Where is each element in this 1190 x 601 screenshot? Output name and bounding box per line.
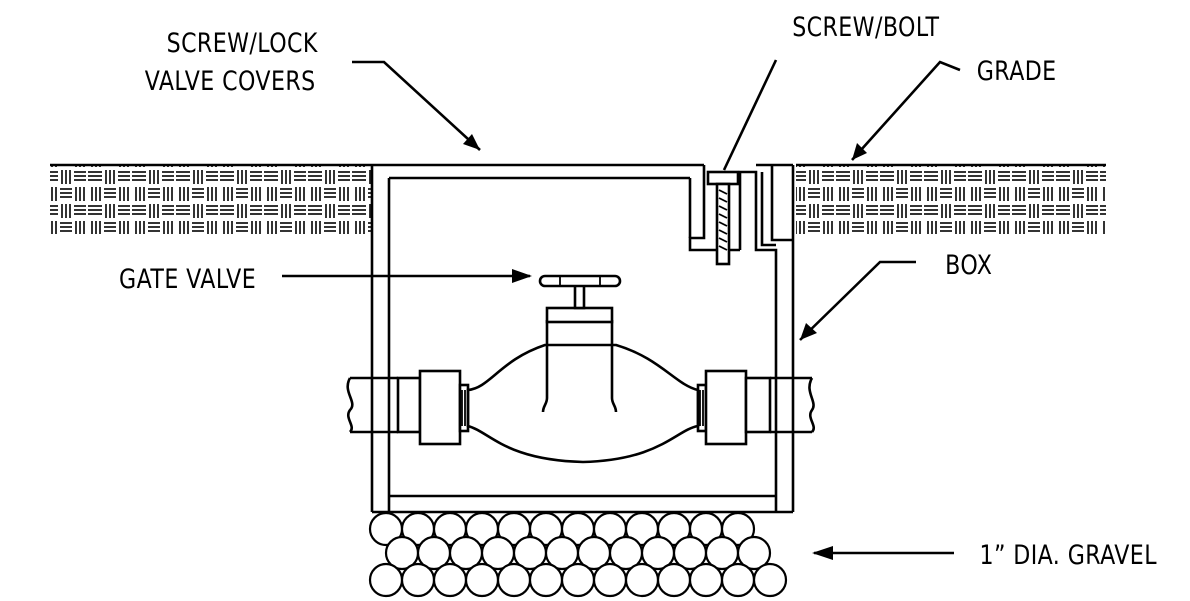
coupling-left <box>396 369 470 446</box>
gravel-bed <box>368 511 788 598</box>
label-grade: GRADE <box>977 55 1057 87</box>
gravel-stone <box>560 562 596 598</box>
label-gate-valve: GATE VALVE <box>119 263 256 295</box>
gravel-stone <box>368 562 404 598</box>
label-screw-bolt: SCREW/BOLT <box>792 11 940 43</box>
label-box: BOX <box>945 249 992 281</box>
gate-valve-body <box>466 274 700 464</box>
gravel-stone <box>720 562 756 598</box>
gravel-stone <box>752 562 788 598</box>
soil-left <box>50 163 372 234</box>
gravel-stone <box>496 562 532 598</box>
pipe-left <box>346 376 398 434</box>
gravel-stone <box>720 511 756 547</box>
gravel-stone <box>656 562 692 598</box>
gravel-stone <box>432 562 468 598</box>
gravel-stone <box>400 562 436 598</box>
gravel-stone <box>688 562 724 598</box>
coupling-right <box>696 369 772 446</box>
leader-gravel <box>812 546 954 560</box>
label-valve-covers: VALVE COVERS <box>145 65 316 97</box>
gravel-stone <box>528 562 564 598</box>
leader-screw-lock <box>352 60 481 151</box>
screw-bolt <box>706 170 740 266</box>
label-screw-lock: SCREW/LOCK <box>167 27 319 59</box>
leader-box <box>799 260 916 341</box>
valve-cover <box>389 163 793 260</box>
gravel-stone <box>624 562 660 598</box>
leader-grade <box>851 60 961 161</box>
soil-right <box>796 163 1106 234</box>
leader-gate-valve <box>282 269 532 283</box>
gravel-stone <box>464 562 500 598</box>
gravel-stone <box>736 535 772 571</box>
gravel-stone <box>592 562 628 598</box>
valve-box <box>370 163 795 514</box>
label-gravel: 1” DIA. GRAVEL <box>979 539 1156 571</box>
leader-screw-bolt <box>722 59 778 171</box>
pipe-right <box>770 376 815 434</box>
